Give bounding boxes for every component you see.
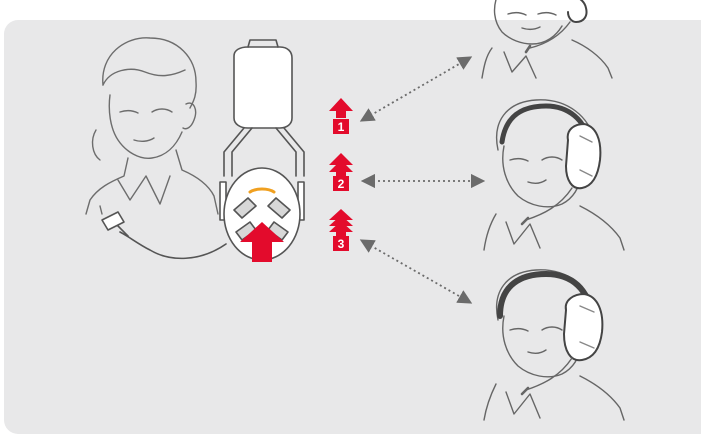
person-with-headset-3 [484,270,624,420]
step-1: 1 [329,98,353,134]
dotted-double-arrow-icon [366,243,466,300]
step-number: 1 [338,120,345,134]
step-2: 2 [329,153,353,191]
dotted-double-arrow-icon [366,60,466,118]
person-illustration [86,38,218,214]
person-with-headset-2 [484,100,624,250]
red-arrow-icon [329,98,353,118]
headset-illustration [102,40,304,260]
step-number: 2 [338,177,345,191]
step-number: 3 [338,237,345,251]
person-with-headset-1 [482,0,612,78]
step-3: 3 [329,209,353,251]
